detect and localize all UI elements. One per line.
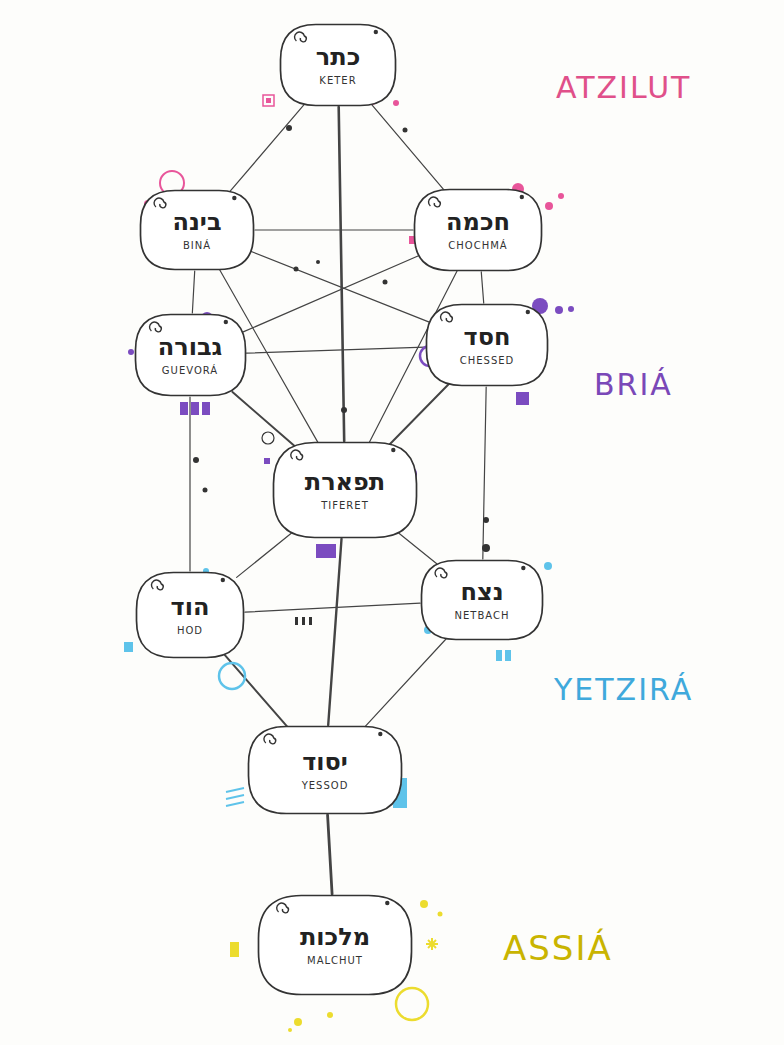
sefirah-node: תפארת TIFERET [272,441,418,539]
hebrew-name: כתר [316,43,360,72]
path-line [255,229,413,230]
hebrew-name: מלכות [300,923,370,952]
path-line [230,104,305,192]
path-line [339,107,345,441]
hebrew-name: יסוד [302,748,348,777]
transliteration: GUEVORÁ [162,365,218,377]
hebrew-name: חכמה [446,208,510,237]
node-curl [154,198,166,208]
node-dot [391,448,395,452]
node-dot [520,195,524,199]
node-curl [264,734,276,744]
node-curl [277,903,289,913]
path-line [328,815,333,894]
path-line [371,104,444,191]
node-border [135,315,245,396]
transliteration: YESSOD [302,780,349,792]
node-curl [429,197,441,207]
sefirah-node: חסד CHESSED [425,303,549,387]
sefirah-node: גבורה GUEVORÁ [134,313,247,397]
sefirah-node: חכמה CHOCHMÁ [413,188,543,272]
path-line [364,638,447,728]
path-line [232,392,294,446]
world-label: ASSIÁ [503,928,613,968]
path-line [245,603,420,612]
yellow-star [426,938,438,950]
cyan-dots [124,562,552,808]
node-dot [221,578,225,582]
hebrew-name: נצח [460,578,503,607]
node-border [259,896,412,995]
sefirah-node: יסוד YESSOD [247,725,403,815]
cyan-hatch [226,788,244,806]
hebrew-name: הוד [171,593,210,622]
hebrew-name: בינה [172,208,221,237]
transliteration: MALCHUT [307,955,363,967]
node-dot [232,196,236,200]
node-border [274,443,417,538]
path-line [189,397,190,571]
path-line [389,383,449,445]
purple-dots [128,298,574,558]
node-dot [223,320,227,324]
node-curl [435,568,447,578]
transliteration: NETBACH [455,610,510,622]
transliteration: HOD [177,625,203,637]
node-curl [295,32,307,42]
node-dot [521,566,525,570]
transliteration: CHESSED [460,355,515,367]
node-border [249,727,402,814]
node-border [427,305,548,386]
path-line [328,539,341,725]
node-curl [149,322,161,332]
sefirah-node: הוד HOD [135,571,245,659]
path-line [237,533,292,577]
node-border [141,191,254,270]
node-dot [378,732,382,736]
path-line [481,272,483,303]
world-label: BRIÁ [594,367,673,402]
sefirah-node: כתר KETER [279,23,397,107]
pink-square [263,95,274,106]
node-dot [374,30,378,34]
sefirah-node: נצח NETBACH [420,559,544,641]
node-curl [441,312,453,322]
world-label: YETZIRÁ [554,672,693,707]
hebrew-name: גבורה [158,333,223,362]
hebrew-name: תפארת [305,468,386,497]
hebrew-name: חסד [464,323,511,352]
node-border [281,25,396,106]
cyan-ring [219,663,245,689]
path-line [246,347,425,353]
node-curl [151,580,163,590]
transliteration: TIFERET [321,500,369,512]
node-curl [291,450,303,460]
path-line [192,271,194,313]
node-dot [385,901,389,905]
sefirah-node: מלכות MALCHUT [257,894,413,996]
node-border [137,573,244,658]
line-ring [262,432,274,444]
sefirah-node: בינה BINÁ [139,189,255,271]
yellow-ring [396,988,428,1020]
path-line [483,387,486,559]
transliteration: CHOCHMÁ [448,240,507,252]
path-line [399,533,437,563]
path-line [225,655,288,727]
world-label: ATZILUT [556,70,691,105]
path-line [243,256,419,332]
pink-square [266,98,271,103]
node-border [415,190,542,271]
node-dot [526,310,530,314]
node-border [422,561,543,640]
transliteration: KETER [319,75,356,87]
transliteration: BINÁ [183,240,211,252]
pink-dots [143,27,564,245]
